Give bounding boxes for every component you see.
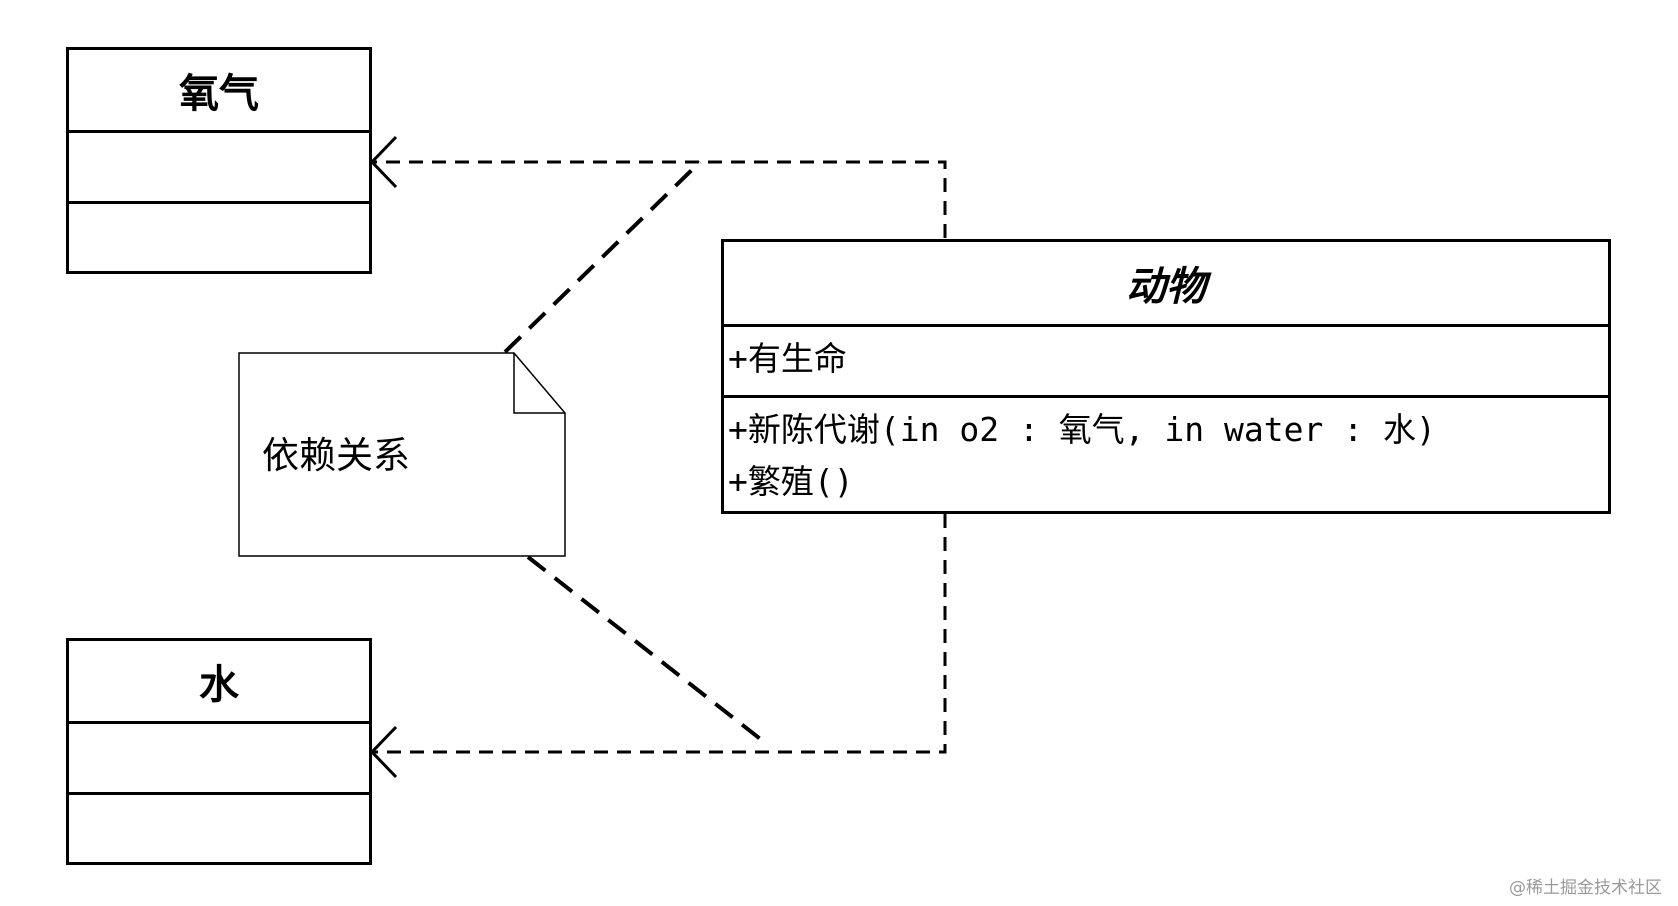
dependency-line-oxygen	[372, 160, 947, 238]
dependency-line-water	[372, 514, 947, 754]
class-oxygen-name: 氧气	[179, 71, 259, 117]
attribute-alive: +有生命	[728, 339, 847, 378]
class-oxygen-operations	[69, 201, 369, 271]
dependency-arrowhead-water	[369, 725, 398, 779]
watermark: @稀土掘金技术社区	[1509, 878, 1662, 898]
class-water[interactable]: 水	[66, 638, 372, 865]
note-anchor-line-oxygen	[503, 160, 702, 354]
operation-reproduce: +繁殖()	[728, 462, 854, 501]
class-water-attributes	[69, 721, 369, 792]
class-animal-attributes: +有生命	[724, 324, 1608, 395]
note-anchor-line-water	[526, 555, 770, 747]
class-water-operations	[69, 792, 369, 862]
note-text: 依赖关系	[262, 434, 410, 477]
class-animal[interactable]: 动物 +有生命 +新陈代谢(in o2 : 氧气, in water : 水) …	[721, 239, 1611, 514]
class-oxygen[interactable]: 氧气	[66, 47, 372, 274]
operation-metabolism: +新陈代谢(in o2 : 氧气, in water : 水)	[728, 410, 1436, 449]
class-animal-operations: +新陈代谢(in o2 : 氧气, in water : 水) +繁殖()	[724, 395, 1608, 511]
note-box	[238, 352, 566, 557]
class-oxygen-attributes	[69, 130, 369, 201]
note-folded-corner	[513, 353, 565, 414]
class-animal-name: 动物	[1126, 264, 1206, 310]
class-water-name: 水	[199, 662, 239, 708]
dependency-arrowhead-oxygen	[369, 135, 398, 189]
